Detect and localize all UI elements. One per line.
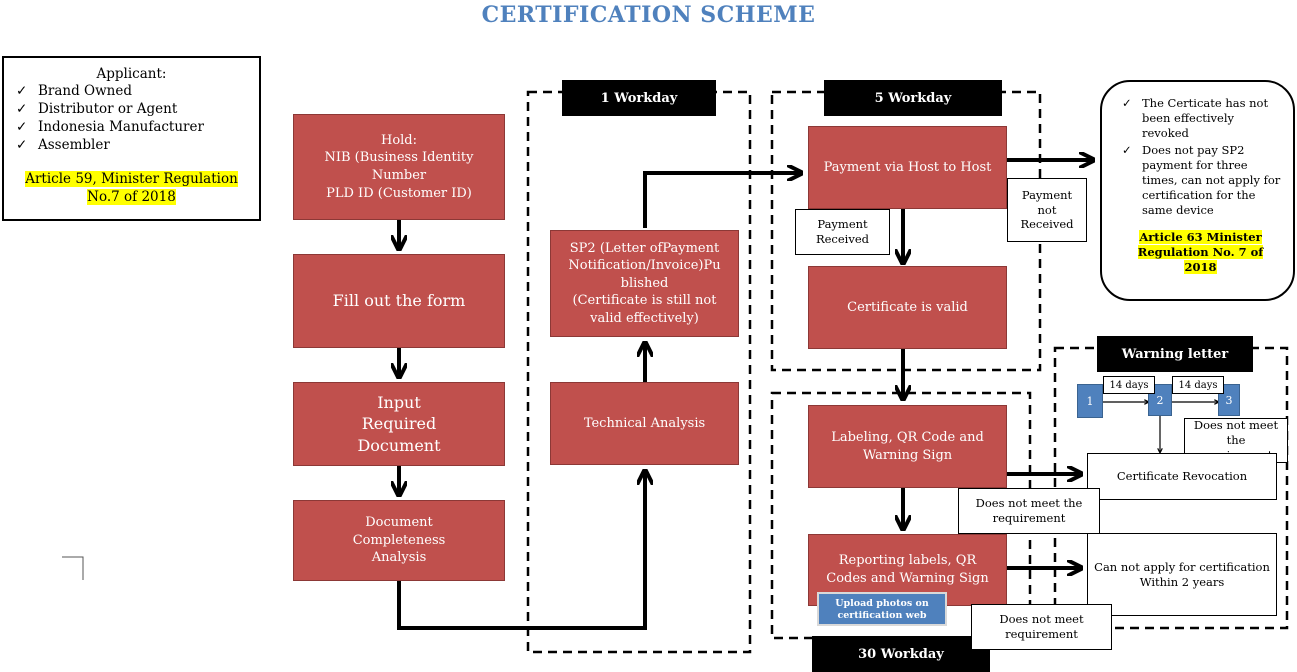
applicant-list: ✓Brand Owned ✓Distributor or Agent ✓Indo…: [14, 82, 249, 154]
days-label-1: 14 days: [1103, 376, 1155, 394]
cannot-apply-box: Can not apply for certification Within 2…: [1087, 533, 1277, 616]
input-document-box: Input Required Document: [293, 382, 505, 466]
upload-photos-label: Upload photos on certification web: [817, 592, 947, 626]
revoked-note: ✓The Certicate has not been effectively …: [1100, 80, 1295, 301]
document-analysis-box: Document Completeness Analysis: [293, 500, 505, 581]
applicant-box: Applicant: ✓Brand Owned ✓Distributor or …: [2, 56, 261, 221]
payment-not-received-label: Payment not Received: [1007, 178, 1087, 242]
check-icon: ✓: [16, 119, 28, 135]
arrow-sp2-to-payment: [643, 173, 800, 228]
applicant-heading: Applicant:: [96, 66, 167, 82]
warning-step-1: 1: [1077, 384, 1103, 418]
not-meet-label-3: Does not meet requirement: [971, 604, 1112, 650]
check-icon: ✓: [16, 101, 28, 117]
revoked-list: ✓The Certicate has not been effectively …: [1120, 96, 1281, 218]
list-item: ✓Assembler: [16, 137, 110, 153]
list-item: ✓Distributor or Agent: [16, 101, 178, 117]
corner-mark: [62, 556, 84, 580]
certificate-valid-box: Certificate is valid: [808, 266, 1007, 349]
list-item: ✓Brand Owned: [16, 83, 132, 99]
list-item: ✓Does not pay SP2 payment for three time…: [1122, 143, 1281, 217]
not-meet-label-2: Does not meet the requirement: [958, 488, 1100, 534]
frame-1-workday: [526, 90, 752, 654]
page-title: CERTIFICATION SCHEME: [481, 2, 816, 28]
warning-letter-label: Warning letter: [1097, 336, 1253, 372]
five-workday-label: 5 Workday: [824, 80, 1002, 116]
one-workday-label: 1 Workday: [562, 80, 716, 116]
labeling-box: Labeling, QR Code and Warning Sign: [808, 405, 1007, 488]
days-label-2: 14 days: [1172, 376, 1224, 394]
check-icon: ✓: [1122, 96, 1132, 110]
sp2-box: SP2 (Letter ofPayment Notification/Invoi…: [550, 230, 739, 337]
list-item: ✓The Certicate has not been effectively …: [1122, 96, 1269, 140]
fill-form-box: Fill out the form: [293, 254, 505, 348]
hold-box: Hold: NIB (Business Identity Number PLD …: [293, 114, 505, 220]
arrow-analysis-to-technical: [397, 472, 645, 630]
certificate-revocation-box: Certificate Revocation: [1087, 453, 1277, 500]
applicant-article: Article 59, Minister Regulation No.7 of …: [25, 171, 238, 205]
payment-received-label: Payment Received: [795, 209, 890, 255]
technical-analysis-box: Technical Analysis: [550, 382, 739, 465]
revoked-article: Article 63 Minister Regulation No. 7 of …: [1137, 230, 1264, 274]
list-item: ✓Indonesia Manufacturer: [16, 119, 204, 135]
payment-box: Payment via Host to Host: [808, 126, 1007, 209]
check-icon: ✓: [16, 83, 28, 99]
check-icon: ✓: [16, 137, 28, 153]
check-icon: ✓: [1122, 143, 1132, 157]
thirty-workday-label: 30 Workday: [812, 636, 990, 672]
